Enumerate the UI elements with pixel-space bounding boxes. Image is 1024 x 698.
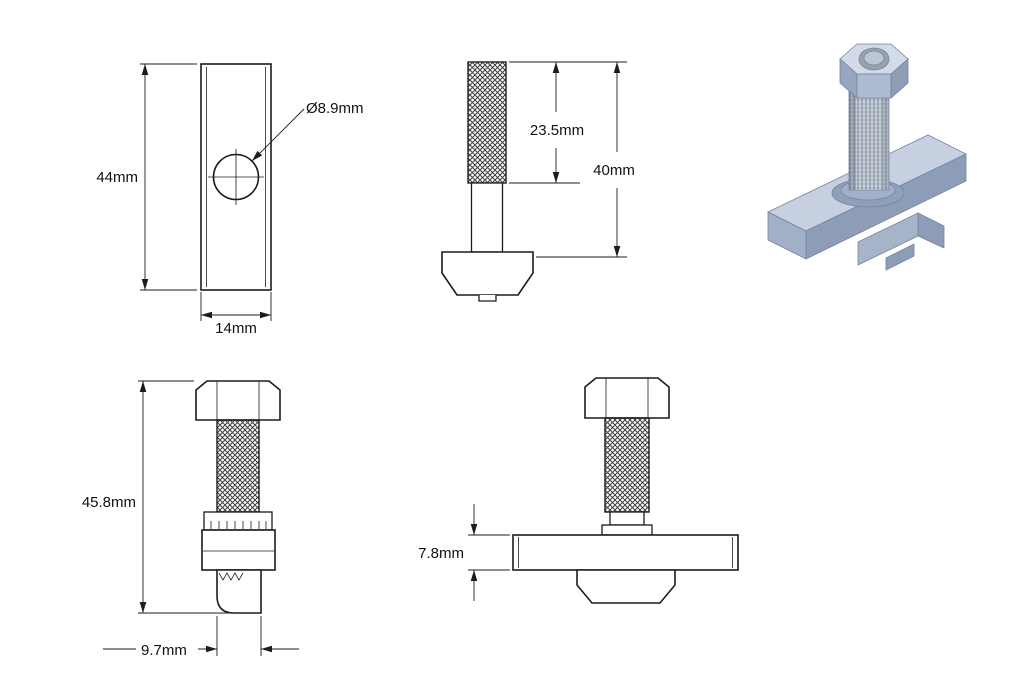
- view-bolt-side: 23.5mm 40mm: [441, 61, 635, 302]
- dim-plate-thickness: 7.8mm: [418, 545, 464, 562]
- dim-thread-length: 23.5mm: [530, 122, 584, 139]
- nut-front-face: [856, 73, 892, 99]
- dim-bolt-length: 40mm: [593, 162, 635, 179]
- dim-foot-width: 9.7mm: [141, 642, 187, 659]
- tnut-side-face: [917, 212, 945, 249]
- hole-leader-line: [251, 108, 305, 162]
- dim-hole-diameter: Ø8.9mm: [306, 100, 364, 117]
- collar-upper: [609, 511, 645, 526]
- t-foot-side: [576, 569, 676, 604]
- bolt-thread-section: [467, 61, 507, 184]
- view-3d-render: [767, 43, 967, 271]
- nut-right-face: [890, 58, 909, 99]
- hex-nut-3d: [839, 43, 909, 99]
- tslot-nut-3d: [857, 212, 945, 271]
- collar-flange: [601, 524, 653, 536]
- dim-assembly-height: 45.8mm: [82, 494, 136, 511]
- threaded-stud-3d: [848, 85, 890, 191]
- dim-plate-height: 44mm: [96, 169, 138, 186]
- hex-nut-front: [195, 380, 281, 421]
- t-foot-front: [216, 569, 262, 614]
- washer-serrations: [210, 521, 267, 529]
- stud-shade-right: [882, 86, 889, 190]
- plate-edge-front: [201, 529, 276, 571]
- assembly-thread-section-2: [604, 417, 650, 513]
- plate-side-view: [512, 534, 739, 571]
- bolt-shank: [470, 182, 504, 253]
- dim-plate-width: 14mm: [215, 320, 257, 337]
- assembly-thread-section: [216, 419, 260, 513]
- foot-serrations: [218, 572, 244, 581]
- view-plate-front: Ø8.9mm 44mm 14mm: [96, 63, 364, 337]
- view-assembly-side: 7.8mm: [418, 377, 739, 604]
- serrated-washer: [203, 511, 273, 531]
- bolt-head-boss: [478, 295, 497, 302]
- tnut-step-face: [885, 243, 915, 271]
- stud-end-face: [863, 50, 885, 66]
- hex-nut-side: [584, 377, 670, 419]
- stud-shade-left: [849, 86, 856, 190]
- plate-side-face: [805, 153, 967, 260]
- view-assembly-front: 45.8mm 9.7mm: [82, 380, 299, 659]
- stud-thread-texture: [849, 86, 889, 190]
- bolt-t-head: [441, 251, 534, 296]
